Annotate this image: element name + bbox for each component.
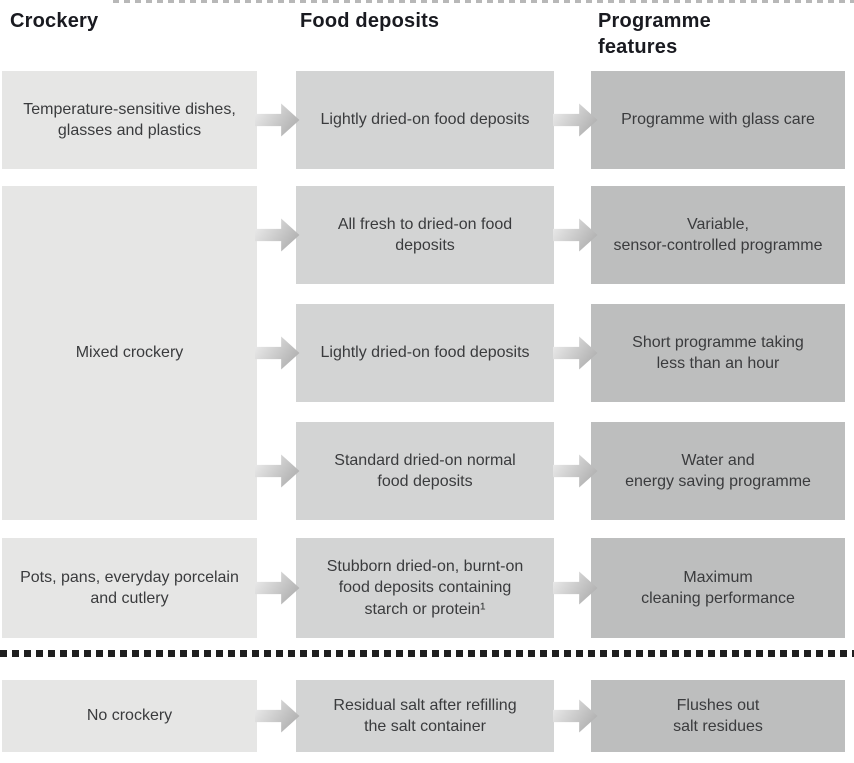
food-deposit-box: Standard dried-on normal food deposits [296,422,554,520]
food-deposit-box: Lightly dried-on food deposits [296,71,554,169]
food-deposit-box: All fresh to dried-on food deposits [296,186,554,284]
arrow-right-icon [553,699,598,733]
column-header-crockery: Crockery [10,10,99,32]
programme-feature-box: Variable, sensor-controlled programme [591,186,845,284]
column-header-food-deposits: Food deposits [300,10,440,32]
programme-feature-box: Flushes out salt residues [591,680,845,752]
food-deposit-box: Residual salt after refilling the salt c… [296,680,554,752]
arrow-right-icon [255,336,300,370]
top-edge-dashes [113,0,854,3]
arrow-right-icon [553,218,598,252]
food-deposit-box: Lightly dried-on food deposits [296,304,554,402]
crockery-box-mixed: Mixed crockery [2,186,257,520]
programme-feature-box: Programme with glass care [591,71,845,169]
programme-feature-box: Short programme taking less than an hour [591,304,845,402]
crockery-box-pots-pans: Pots, pans, everyday porcelain and cutle… [2,538,257,638]
crockery-box-no-crockery: No crockery [2,680,257,752]
dashed-separator [0,650,854,657]
column-header-programme-features: Programme features [598,10,711,58]
arrow-right-icon [255,218,300,252]
programme-feature-box: Water and energy saving programme [591,422,845,520]
arrow-right-icon [553,103,598,137]
crockery-box-temperature-sensitive: Temperature-sensitive dishes, glasses an… [2,71,257,169]
arrow-right-icon [553,454,598,488]
arrow-right-icon [255,103,300,137]
arrow-right-icon [255,699,300,733]
programme-feature-box: Maximum cleaning performance [591,538,845,638]
arrow-right-icon [553,571,598,605]
arrow-right-icon [553,336,598,370]
arrow-right-icon [255,454,300,488]
food-deposit-box: Stubborn dried-on, burnt-on food deposit… [296,538,554,638]
arrow-right-icon [255,571,300,605]
